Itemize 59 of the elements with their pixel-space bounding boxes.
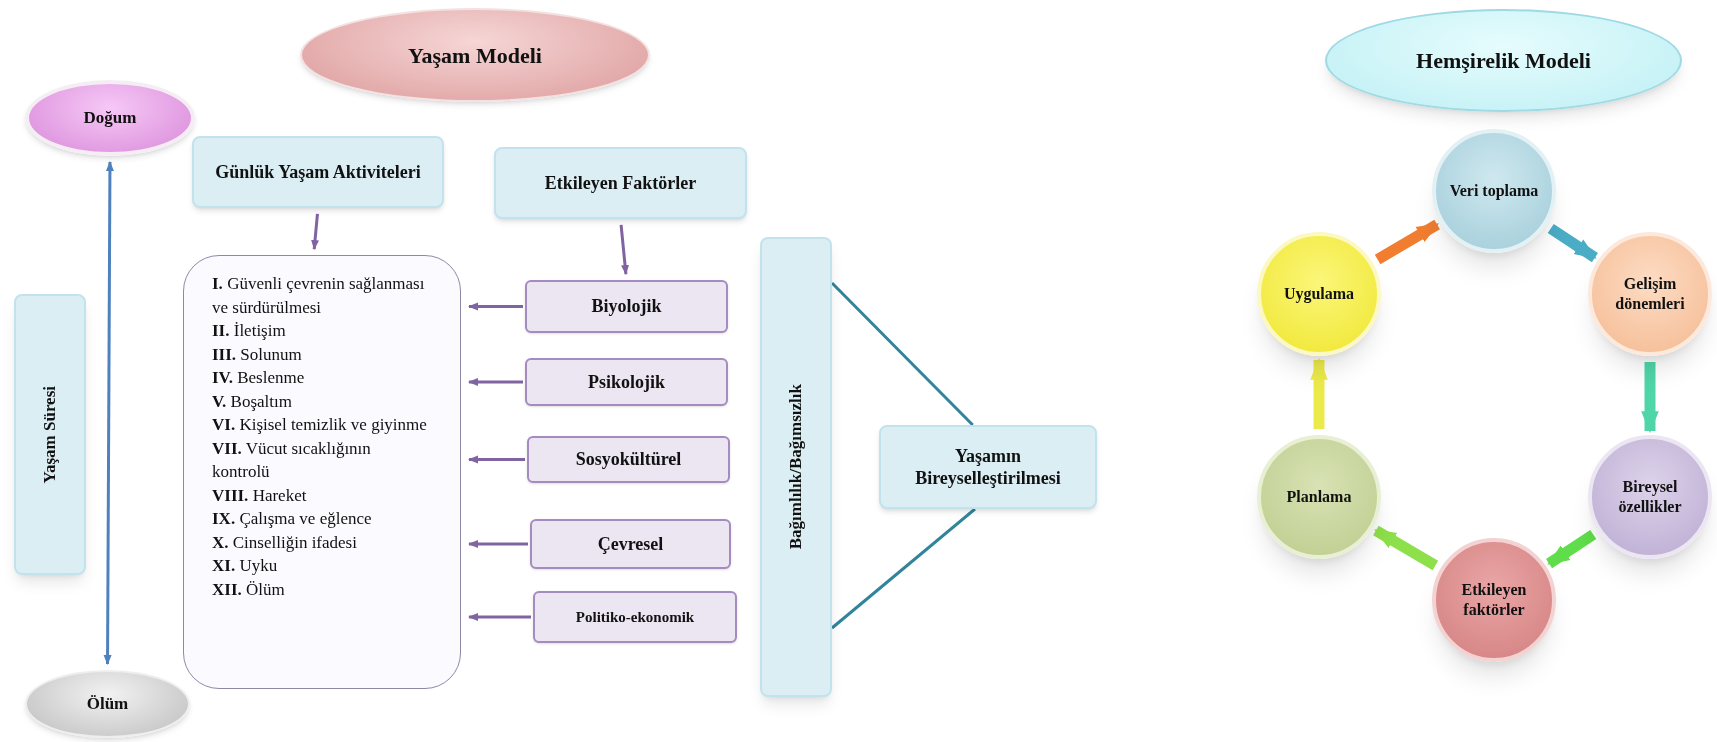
list-item: I. Güvenli çevrenin sağlanması ve sürdürülmesi bbox=[212, 273, 426, 319]
factor-box bbox=[527, 436, 730, 483]
node-label: Psikolojik bbox=[588, 370, 665, 394]
list-item: II. İletişim bbox=[212, 320, 286, 342]
connector-line bbox=[830, 281, 974, 427]
arrow bbox=[1374, 219, 1440, 265]
arrow bbox=[468, 455, 525, 464]
node-label: Yaşam Modeli bbox=[408, 41, 542, 70]
activity-list-box bbox=[183, 255, 461, 689]
node-label: Çevresel bbox=[597, 532, 664, 556]
arrow bbox=[468, 613, 531, 621]
node-label: Günlük Yaşam Aktiviteleri bbox=[215, 160, 421, 184]
list-item: V. Boşaltım bbox=[212, 390, 292, 413]
arrow bbox=[103, 161, 114, 665]
node-label: Yaşam Süresi bbox=[39, 385, 61, 484]
node-label: Ölüm bbox=[86, 693, 129, 716]
node-label: Biyolojik bbox=[591, 295, 662, 318]
node-label: Yaşamın Bireyselleştirilmesi bbox=[914, 444, 1062, 490]
node-label: Doğum bbox=[83, 107, 137, 130]
node-label: Veri toplama bbox=[1449, 181, 1539, 201]
list-item: VI. Kişisel temizlik ve giyinme bbox=[212, 414, 427, 436]
list-item: VIII. Hareket bbox=[212, 484, 307, 507]
arrow bbox=[1641, 362, 1659, 434]
node-label: Planlama bbox=[1286, 487, 1352, 507]
arrow bbox=[1310, 357, 1328, 429]
node-label: Etkileyen faktörler bbox=[1460, 580, 1528, 620]
label-box bbox=[192, 136, 444, 208]
arrow bbox=[1546, 529, 1597, 569]
label-box bbox=[494, 147, 747, 219]
node-label: Etkileyen Faktörler bbox=[544, 171, 697, 195]
list-item: XI. Uyku bbox=[212, 555, 278, 577]
vertical-label-box bbox=[760, 237, 832, 697]
arrow bbox=[619, 224, 629, 275]
list-item: IX. Çalışma ve eğlence bbox=[212, 508, 372, 530]
node-label: Sosyokültürel bbox=[575, 448, 682, 471]
factor-box bbox=[530, 519, 731, 569]
arrow bbox=[311, 213, 319, 250]
arrow bbox=[468, 540, 528, 548]
list-item: XII. Ölüm bbox=[212, 578, 285, 601]
vertical-label-box bbox=[14, 294, 86, 575]
node-label: Bireysel özellikler bbox=[1617, 477, 1683, 517]
arrow bbox=[1547, 223, 1598, 263]
factor-box bbox=[525, 280, 728, 333]
label-box bbox=[879, 425, 1097, 509]
list-item: IV. Beslenme bbox=[212, 367, 305, 389]
arrow bbox=[468, 302, 523, 311]
node-label: Uygulama bbox=[1283, 284, 1355, 304]
list-item: III. Solunum bbox=[212, 343, 302, 366]
node-label: Bağımlılık/Bağımsızlık bbox=[785, 384, 807, 550]
connector-line bbox=[831, 507, 976, 630]
node-label: Hemşirelik Modeli bbox=[1416, 47, 1591, 75]
factor-box bbox=[525, 358, 728, 406]
list-item: X. Cinselliğin ifadesi bbox=[212, 531, 357, 554]
factor-box bbox=[533, 591, 737, 643]
node-label: Politiko-ekonomik bbox=[575, 607, 695, 627]
node-label: Gelişim dönemleri bbox=[1614, 274, 1686, 314]
arrow bbox=[468, 378, 523, 386]
arrow bbox=[1373, 525, 1439, 571]
list-item: VII. Vücut sıcaklığının kontrolü bbox=[212, 437, 372, 483]
